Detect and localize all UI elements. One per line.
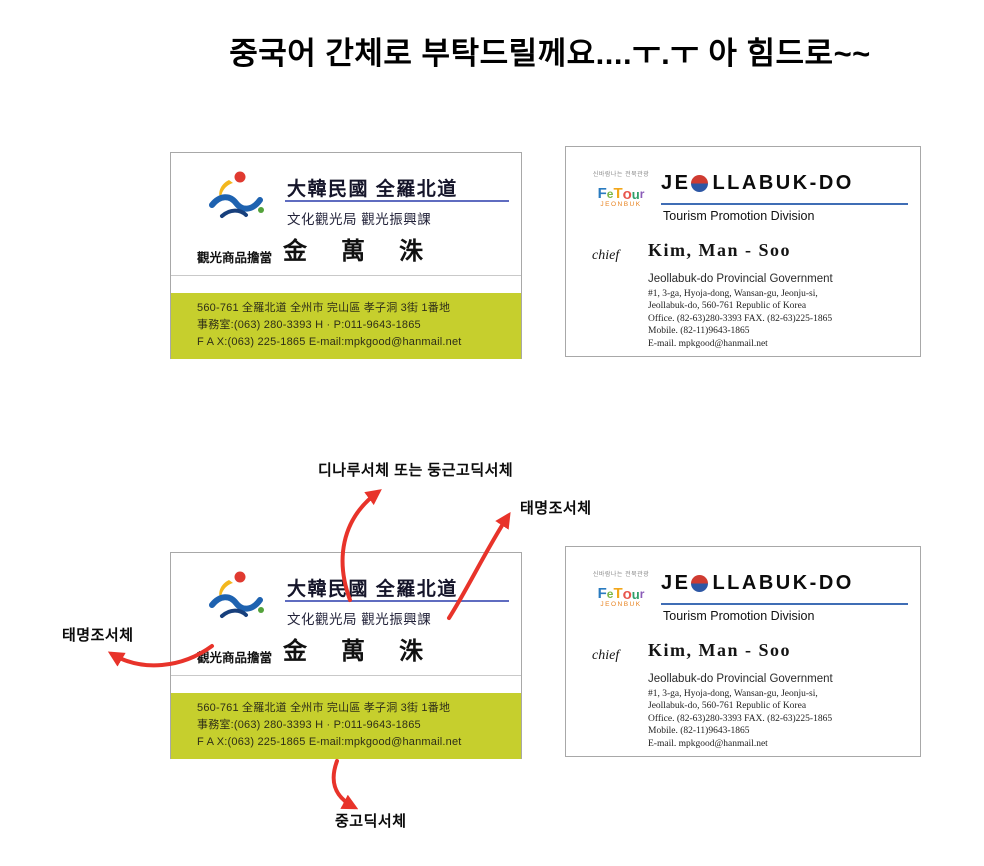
annotation-font-footer: 중고딕서체 (335, 813, 407, 830)
arrow-to-bottom-annotation (331, 759, 359, 810)
address-line: Mobile. (82-11)9643-1865 (648, 326, 750, 337)
card-department: 文化觀光局 觀光振興課 (287, 612, 432, 627)
address-block: #1, 3-ga, Hyoja-dong, Wansan-gu, Jeonju-… (648, 288, 832, 350)
address-block: #1, 3-ga, Hyoja-dong, Wansan-gu, Jeonju-… (648, 688, 832, 750)
card-name: 金 萬 洙 (283, 639, 437, 665)
card-role: 觀光商品擔當 (197, 651, 273, 665)
logo-letters-icon: F e T o u r (582, 578, 660, 603)
logo-letters-icon: F e T o u r (582, 178, 660, 203)
brand-right: LLABUK-DO (712, 172, 854, 194)
organization-name: Jeollabuk-do Provincial Government (648, 673, 833, 685)
card-role: 觀光商品擔當 (197, 251, 273, 265)
address-line: E-mail. mpkgood@hanmail.net (648, 738, 768, 749)
logo-subtext: JEONBUK (600, 201, 642, 208)
logo-letter: F (597, 585, 607, 602)
card-name: 金 萬 洙 (283, 239, 437, 265)
brand-right: LLABUK-DO (712, 572, 854, 594)
divider-line (171, 675, 521, 676)
logo-subtext: JEONBUK (600, 601, 642, 608)
address-line: Office. (82-63)280-3393 FAX. (82-63)225-… (648, 713, 833, 724)
logo-letter: o (622, 186, 632, 203)
logo-tagline: 신바람나는 전북관광 (592, 572, 650, 578)
logo-letter: e (606, 187, 614, 201)
english-business-card: 신바람나는 전북관광 F e T o u r JEONBUK JE LLABUK… (565, 546, 921, 757)
korean-business-card: 大韓民國 全羅北道 文化觀光局 觀光振興課 觀光商品擔當 金 萬 洙 560-7… (170, 152, 522, 359)
card-name: Kim, Man - Soo (648, 640, 792, 660)
organization-name: Jeollabuk-do Provincial Government (648, 273, 833, 285)
phone-line: 事務室:(063) 280-3393 H · P:011-9643-1865 (197, 719, 421, 731)
logo-letter: u (631, 587, 640, 602)
brand-wordmark: JE LLABUK-DO (661, 572, 854, 595)
tour-brand-logo: 신바람나는 전북관광 F e T o u r JEONBUK (582, 169, 660, 208)
logo-letter: r (639, 187, 645, 201)
address-line: 560-761 全羅北道 全州市 完山區 孝子洞 3街 1番地 (197, 702, 451, 714)
logo-letter: u (631, 187, 640, 202)
card-name: Kim, Man - Soo (648, 240, 792, 260)
logo-letter: e (606, 587, 614, 601)
card-footer: 560-761 全羅北道 全州市 完山區 孝子洞 3街 1番地 事務室:(063… (171, 693, 521, 759)
divider-line (661, 203, 908, 205)
annotation-font-title: 디나루서체 또는 둥근고딕서체 (318, 462, 514, 479)
taegeuk-icon (691, 575, 709, 592)
address-line: Jeollabuk-do, 560-761 Republic of Korea (648, 301, 807, 312)
divider-line (285, 600, 509, 602)
division-label: Tourism Promotion Division (663, 209, 815, 223)
address-line: 560-761 全羅北道 全州市 完山區 孝子洞 3街 1番地 (197, 302, 451, 314)
korean-business-card: 大韓民國 全羅北道 文化觀光局 觀光振興課 觀光商品擔當 金 萬 洙 560-7… (170, 552, 522, 759)
divider-line (171, 275, 521, 276)
logo-letter: T (613, 585, 623, 602)
jeonbuk-symbol-logo (205, 169, 269, 229)
address-line: Jeollabuk-do, 560-761 Republic of Korea (648, 701, 807, 712)
address-line: Office. (82-63)280-3393 FAX. (82-63)225-… (648, 313, 833, 324)
jeonbuk-symbol-logo (205, 569, 269, 629)
annotation-font-name: 태명조서체 (62, 627, 134, 644)
address-line: E-mail. mpkgood@hanmail.net (648, 338, 768, 349)
logo-letter: o (622, 586, 632, 603)
brand-left: JE (661, 172, 691, 194)
annotation-font-dept: 태명조서체 (520, 500, 592, 517)
brand-left: JE (661, 572, 691, 594)
card-footer: 560-761 全羅北道 全州市 完山區 孝子洞 3街 1番地 事務室:(063… (171, 293, 521, 359)
address-line: Mobile. (82-11)9643-1865 (648, 726, 750, 737)
tour-brand-logo: 신바람나는 전북관광 F e T o u r JEONBUK (582, 569, 660, 608)
address-line: #1, 3-ga, Hyoja-dong, Wansan-gu, Jeonju-… (648, 289, 818, 299)
card-org-title: 大韓民國 全羅北道 (287, 179, 458, 200)
logo-mark-icon (209, 571, 264, 618)
english-business-card: 신바람나는 전북관광 F e T o u r JEONBUK JE LLABUK… (565, 146, 921, 357)
logo-letter: T (613, 185, 623, 202)
card-department: 文化觀光局 觀光振興課 (287, 212, 432, 227)
logo-tagline: 신바람나는 전북관광 (592, 172, 650, 178)
request-note: 중국어 간체로 부탁드릴께요....ㅜ.ㅜ 아 힘드로~~ (229, 36, 871, 71)
divider-line (285, 200, 509, 202)
title-label: chief (592, 248, 620, 263)
division-label: Tourism Promotion Division (663, 609, 815, 623)
logo-letter: F (597, 185, 607, 202)
phone-line: 事務室:(063) 280-3393 H · P:011-9643-1865 (197, 319, 421, 331)
taegeuk-icon (691, 175, 709, 192)
divider-line (661, 603, 908, 605)
logo-mark-icon (209, 171, 264, 218)
title-label: chief (592, 648, 620, 663)
address-line: #1, 3-ga, Hyoja-dong, Wansan-gu, Jeonju-… (648, 689, 818, 699)
fax-line: F A X:(063) 225-1865 E-mail:mpkgood@hanm… (197, 336, 462, 348)
fax-line: F A X:(063) 225-1865 E-mail:mpkgood@hanm… (197, 736, 462, 748)
logo-letter: r (639, 587, 645, 601)
brand-wordmark: JE LLABUK-DO (661, 172, 854, 195)
card-org-title: 大韓民國 全羅北道 (287, 579, 458, 600)
